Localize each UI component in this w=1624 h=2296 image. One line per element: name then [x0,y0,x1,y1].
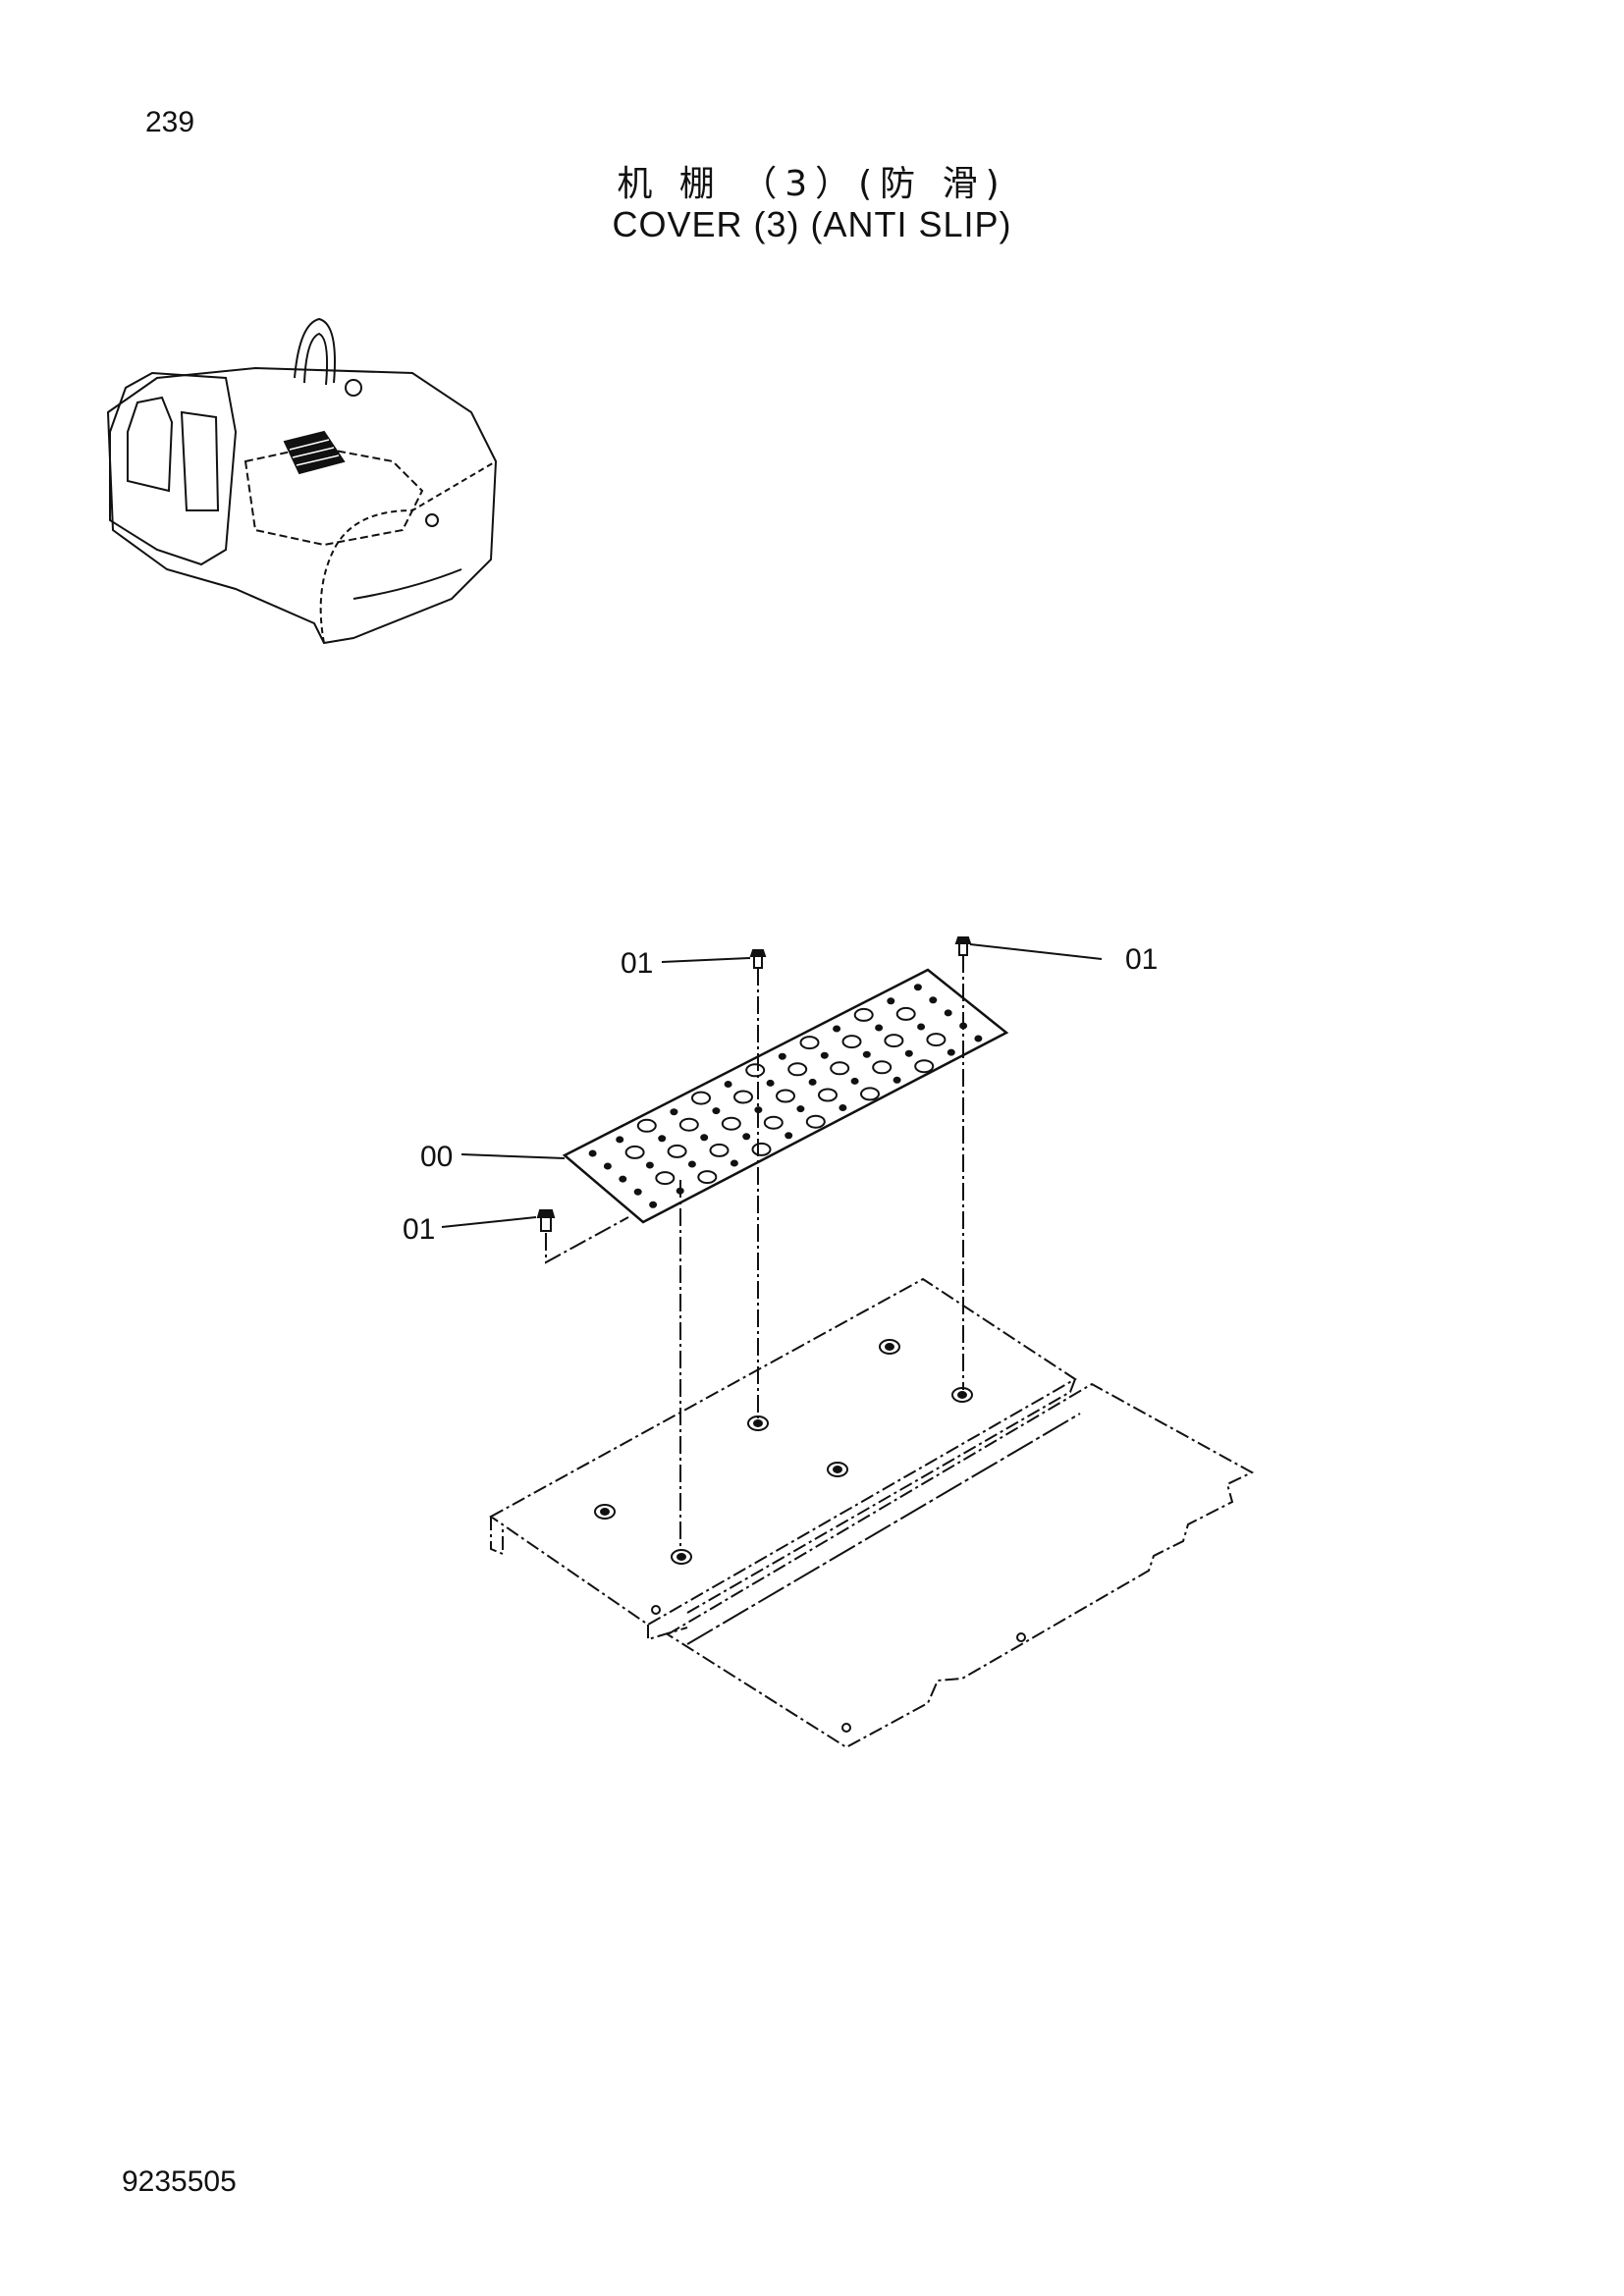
plate-stud [833,1025,841,1033]
plate-stud [712,1107,721,1115]
callout-plate: 00 [420,1141,453,1173]
highlight-plate-icon [283,430,346,475]
plate-stud [724,1081,732,1088]
plate-studs [588,984,983,1208]
plate-stud [926,1033,947,1047]
plate-stud [766,1079,775,1087]
leader-lines [441,943,1103,1228]
plate-stud [904,1049,913,1057]
plate-stud [887,997,895,1005]
plate-stud [751,1142,772,1156]
plate-stud [645,1161,654,1169]
plate-stud [649,1201,658,1208]
plate-stud [850,1077,859,1085]
plate-stud [700,1134,709,1142]
plate-stud [917,1023,926,1031]
plate-stud [862,1050,871,1058]
plate-stud [670,1108,678,1116]
plate-stud [796,1105,805,1113]
floor-panel-right [666,1382,1255,1749]
plate-stud [624,1145,645,1159]
title-chinese: 机 棚 （3）(防 滑) [617,164,1007,204]
plate-stud [820,1051,829,1059]
floor-hole [879,1339,900,1355]
document-number: 9235505 [122,2165,237,2198]
floor-hole [671,1549,692,1565]
plate-stud [776,1089,795,1103]
title-english: COVER (3) (ANTI SLIP) [612,204,1012,244]
callout-bolt-upper-left: 01 [621,947,653,980]
plate-stud [619,1175,627,1183]
plate-stud [658,1135,667,1143]
plate-stud [667,1144,687,1158]
plate-stud [721,1116,741,1131]
plate-stud [697,1170,718,1185]
bolt-lower-left [536,1209,556,1232]
plate-stud [616,1136,624,1144]
plate-stud [691,1091,711,1105]
floor-hole [747,1415,769,1431]
plate-stud [818,1088,838,1102]
assembly-lines [545,955,964,1551]
plate-stud [875,1024,884,1032]
anti-slip-plate [562,968,1009,1224]
floor-hole [827,1462,848,1477]
plate-stud [805,1114,826,1129]
plate-stud [709,1143,730,1157]
plate-stud [947,1048,955,1056]
bolt-upper-left [749,949,767,969]
floor-hole [951,1387,973,1403]
plate-stud [655,1171,676,1186]
floor-panel-left [489,1277,1077,1641]
plate-stud [787,1062,808,1077]
plate-stud [895,1006,916,1021]
floor-holes [594,1339,1026,1733]
plate-stud [636,1118,657,1133]
plate-stud [913,984,922,991]
plate-stud [914,1059,935,1074]
plate-stud [830,1061,850,1076]
callout-bolt-lower-left: 01 [403,1213,435,1246]
floor-hole [594,1504,616,1520]
plate-stud [944,1009,952,1017]
plate-stud [603,1162,612,1170]
page-number: 239 [145,106,195,138]
plate-stud [730,1159,738,1167]
plate-stud [884,1034,904,1048]
plate-stud [929,996,938,1004]
plate-stud [974,1035,983,1042]
callout-bolt-upper-right: 01 [1125,943,1158,976]
bolt-upper-right [954,936,972,956]
plate-stud [841,1035,862,1049]
plate-stud [872,1060,893,1075]
plate-stud [839,1104,847,1111]
plate-stud [860,1087,880,1101]
plate-stud [588,1149,597,1157]
plate-stud [678,1117,699,1132]
plate-stud [745,1063,766,1078]
plate-stud [763,1115,784,1130]
plate-stud [853,1007,874,1022]
excavator-locator-icon [106,317,498,645]
plate-stud [893,1076,901,1084]
plate-stud [808,1078,817,1086]
plate-stud [799,1036,820,1050]
plate-stud [778,1052,786,1060]
plate-stud [687,1160,696,1168]
plate-stud [733,1090,753,1104]
plate-stud [785,1132,793,1140]
plate-stud [633,1188,642,1196]
plate-stud [742,1133,751,1141]
